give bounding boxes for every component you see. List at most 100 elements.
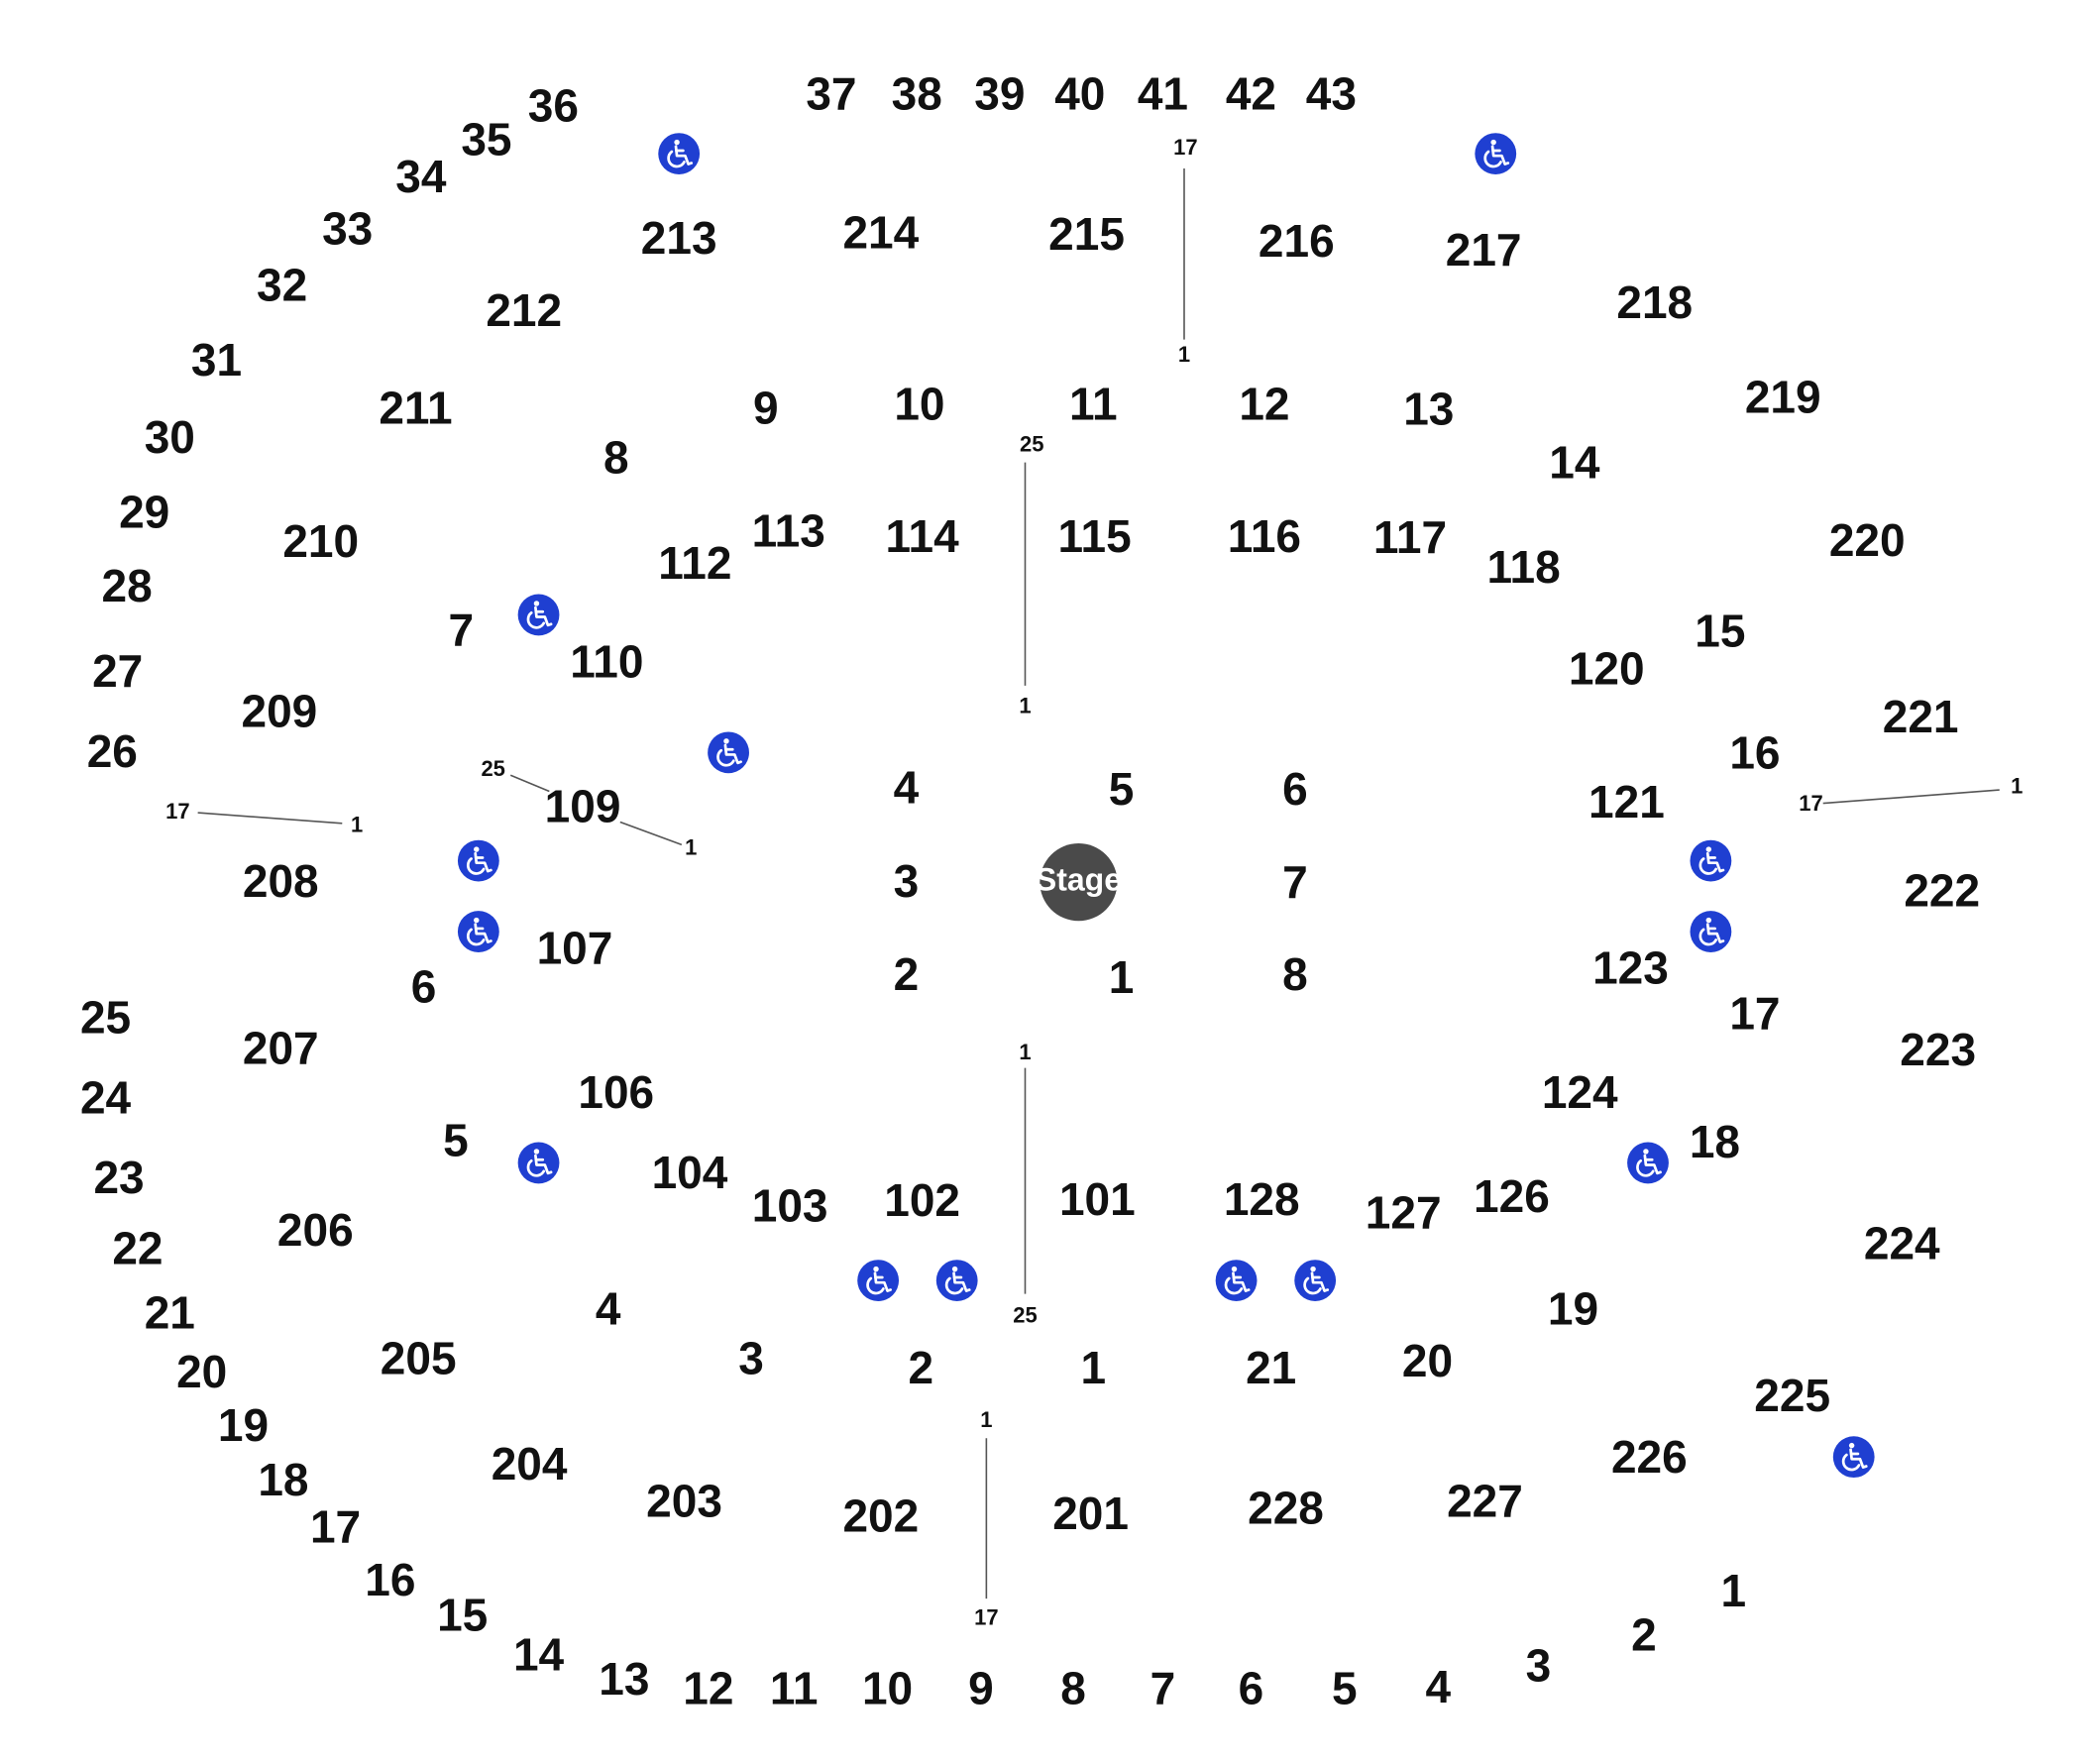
row-guide-start: 25 bbox=[481, 756, 504, 781]
floor-section-6: 6 bbox=[1282, 763, 1308, 815]
wheelchair-icon bbox=[1294, 1260, 1337, 1302]
row-guide-upper-center: 251 bbox=[1019, 431, 1043, 717]
row-guide-line bbox=[1822, 789, 2000, 805]
wheelchair-icon bbox=[457, 911, 499, 952]
outer-aisle-16: 16 bbox=[365, 1554, 415, 1605]
wheelchair-icon bbox=[1690, 839, 1732, 882]
outer-aisle-5: 5 bbox=[1332, 1662, 1358, 1713]
outer-aisle-34: 34 bbox=[395, 151, 447, 202]
inner-aisle-9: 9 bbox=[753, 382, 779, 433]
section-221: 221 bbox=[1883, 691, 1959, 742]
section-213: 213 bbox=[641, 212, 717, 264]
inner-aisle-4: 4 bbox=[596, 1282, 621, 1334]
section-115: 115 bbox=[1058, 510, 1132, 562]
inner-aisle-16: 16 bbox=[1729, 726, 1780, 778]
wheelchair-icon bbox=[457, 839, 499, 882]
section-212: 212 bbox=[486, 284, 562, 336]
stage-label: Stage bbox=[1036, 861, 1122, 897]
section-219: 219 bbox=[1745, 372, 1821, 423]
outer-aisle-3: 3 bbox=[1526, 1640, 1552, 1692]
row-guide-end: 1 bbox=[1178, 342, 1190, 367]
section-102: 102 bbox=[884, 1174, 960, 1226]
section-117: 117 bbox=[1373, 511, 1447, 563]
section-217: 217 bbox=[1446, 224, 1522, 276]
inner-aisle-20: 20 bbox=[1402, 1335, 1453, 1386]
outer-aisle-22: 22 bbox=[112, 1223, 163, 1274]
floor-section-1: 1 bbox=[1109, 951, 1135, 1003]
row-guide-start: 1 bbox=[2011, 774, 2023, 799]
floor-section-7: 7 bbox=[1282, 856, 1308, 908]
section-109: 109 bbox=[545, 780, 621, 831]
inner-aisle-12: 12 bbox=[1239, 378, 1289, 429]
outer-aisle-35: 35 bbox=[461, 113, 511, 165]
outer-aisle-36: 36 bbox=[528, 80, 579, 132]
section-104: 104 bbox=[652, 1147, 728, 1198]
outer-aisle-20: 20 bbox=[176, 1346, 227, 1397]
section-126: 126 bbox=[1474, 1170, 1550, 1222]
row-guide-right-outer: 117 bbox=[1799, 774, 2023, 817]
inner-aisle-11: 11 bbox=[1069, 378, 1118, 429]
section-201: 201 bbox=[1052, 1488, 1129, 1539]
wheelchair-icon bbox=[517, 594, 560, 636]
section-214: 214 bbox=[842, 207, 919, 259]
wheelchair-icon bbox=[935, 1260, 978, 1302]
outer-aisle-41: 41 bbox=[1138, 67, 1188, 119]
inner-aisle-14: 14 bbox=[1549, 437, 1600, 489]
row-guide-start: 1 bbox=[1019, 1040, 1031, 1064]
section-207: 207 bbox=[243, 1022, 319, 1073]
section-202: 202 bbox=[842, 1489, 919, 1541]
row-guide-start: 1 bbox=[980, 1407, 992, 1432]
section-113: 113 bbox=[752, 504, 825, 556]
row-guide-start: 17 bbox=[165, 799, 189, 824]
section-210: 210 bbox=[282, 515, 359, 567]
floor-section-8: 8 bbox=[1282, 948, 1308, 1000]
floor-section-5: 5 bbox=[1109, 763, 1135, 815]
outer-aisle-27: 27 bbox=[92, 645, 143, 697]
outer-aisle-6: 6 bbox=[1239, 1662, 1264, 1713]
section-101: 101 bbox=[1059, 1173, 1136, 1225]
outer-aisle-1: 1 bbox=[1721, 1565, 1747, 1616]
section-209: 209 bbox=[242, 686, 318, 737]
wheelchair-icon bbox=[1627, 1142, 1669, 1184]
outer-aisle-15: 15 bbox=[437, 1589, 488, 1640]
inner-aisle-17: 17 bbox=[1729, 987, 1780, 1039]
wheelchair-icon bbox=[1690, 911, 1732, 952]
outer-aisle-7: 7 bbox=[1150, 1662, 1176, 1713]
outer-aisle-4: 4 bbox=[1425, 1661, 1451, 1712]
section-110: 110 bbox=[570, 636, 643, 688]
outer-aisle-33: 33 bbox=[322, 203, 373, 255]
outer-aisle-39: 39 bbox=[974, 67, 1025, 119]
section-103: 103 bbox=[752, 1180, 828, 1232]
section-123: 123 bbox=[1592, 941, 1669, 993]
section-224: 224 bbox=[1864, 1217, 1940, 1268]
outer-aisle-21: 21 bbox=[145, 1286, 195, 1338]
stage-circle bbox=[1040, 843, 1118, 922]
row-guide-start: 17 bbox=[1173, 135, 1197, 160]
wheelchair-icon bbox=[658, 133, 701, 175]
floor-section-4: 4 bbox=[894, 761, 920, 813]
section-128: 128 bbox=[1224, 1173, 1300, 1225]
section-227: 227 bbox=[1447, 1476, 1523, 1527]
inner-aisle-3: 3 bbox=[738, 1332, 764, 1383]
outer-aisle-8: 8 bbox=[1060, 1662, 1086, 1713]
wheelchair-icon bbox=[708, 731, 749, 774]
row-guide-end: 1 bbox=[1019, 694, 1031, 718]
outer-aisle-28: 28 bbox=[102, 560, 153, 611]
section-107: 107 bbox=[537, 922, 613, 973]
section-225: 225 bbox=[1754, 1370, 1830, 1421]
section-220: 220 bbox=[1829, 514, 1906, 566]
row-guide-top-center: 17 1 bbox=[1173, 135, 1197, 367]
outer-aisle-43: 43 bbox=[1306, 67, 1357, 119]
outer-aisle-9: 9 bbox=[968, 1662, 994, 1713]
row-guide-left-outer: 171 bbox=[165, 799, 363, 836]
floor-section-3: 3 bbox=[894, 855, 920, 907]
wheelchair-icon bbox=[1215, 1260, 1258, 1302]
outer-aisle-2: 2 bbox=[1631, 1609, 1657, 1661]
outer-aisle-42: 42 bbox=[1226, 67, 1276, 119]
section-120: 120 bbox=[1569, 642, 1645, 694]
section-204: 204 bbox=[492, 1438, 568, 1489]
inner-aisle-13: 13 bbox=[1403, 384, 1454, 435]
row-guide-end: 1 bbox=[685, 835, 697, 860]
row-guide-lower-center: 125 bbox=[1013, 1040, 1037, 1328]
